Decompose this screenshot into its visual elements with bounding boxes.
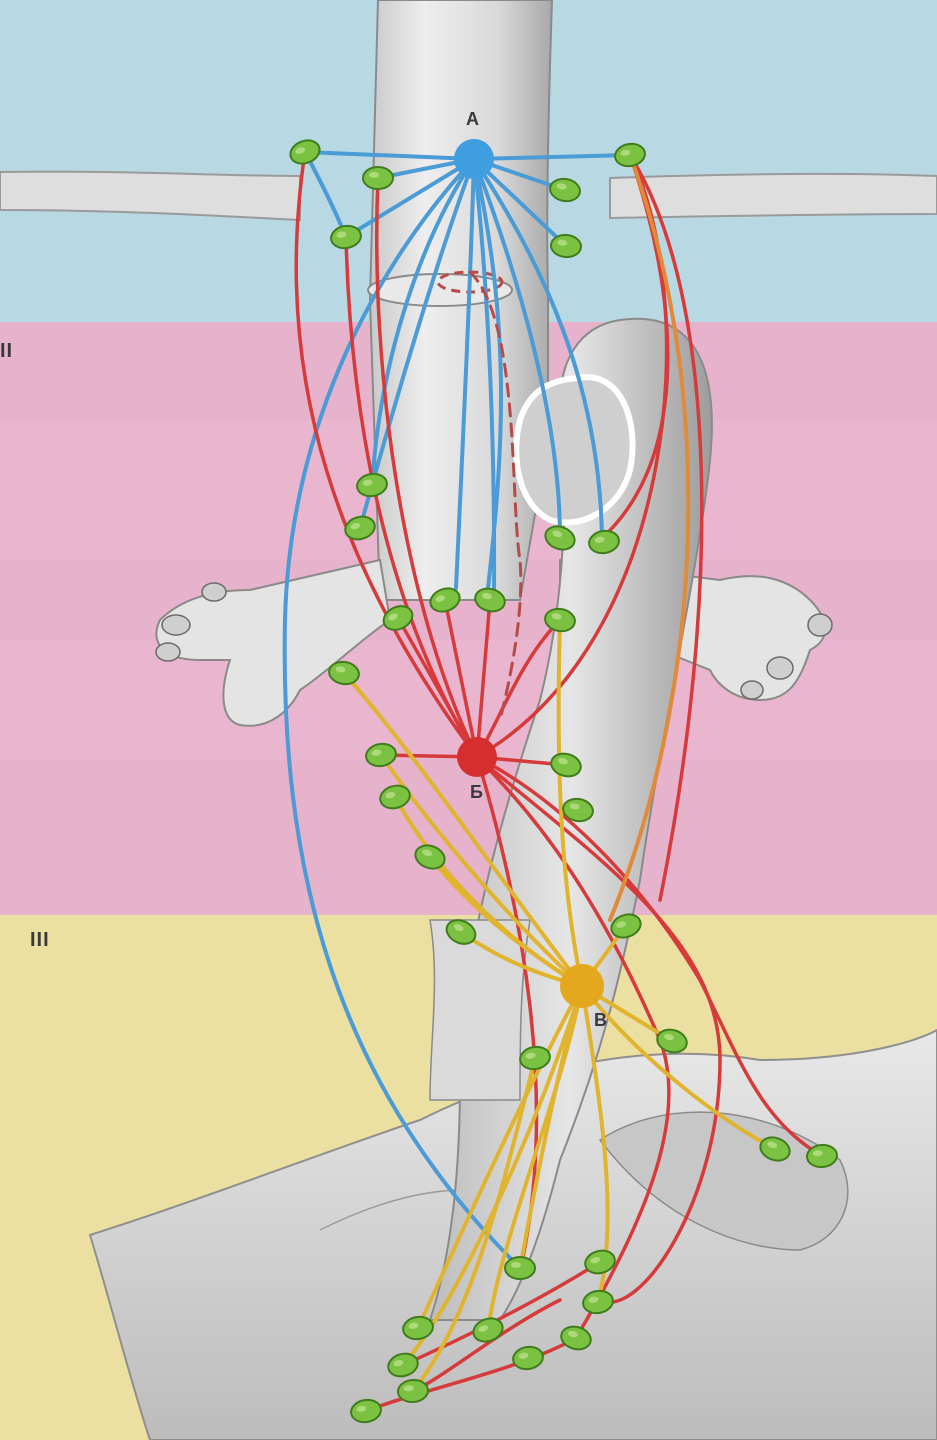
lymph-node-highlight	[511, 1262, 521, 1268]
lymph-node-highlight	[369, 172, 379, 178]
collector-B-label: Б	[470, 782, 483, 802]
zone-II-label: II	[0, 340, 13, 362]
lower-trunk	[430, 920, 530, 1100]
zone-III-label: III	[30, 929, 50, 951]
bronchus-opening	[767, 657, 793, 679]
collector-C-label: В	[594, 1010, 607, 1030]
bronchus-opening	[808, 614, 832, 636]
aortic-ring	[516, 377, 632, 522]
bronchus-opening	[202, 583, 226, 601]
lymph-node-icon	[363, 167, 393, 189]
bronchus-opening	[741, 681, 763, 699]
collector-B-dot	[457, 737, 497, 777]
collector-A-dot	[454, 139, 494, 179]
bronchus-opening	[156, 643, 180, 661]
trachea-cross-section	[368, 274, 512, 306]
collector-A-label: А	[466, 109, 479, 129]
collector-C-dot	[560, 964, 604, 1008]
bronchus-opening	[162, 615, 190, 635]
lymph-node-icon	[505, 1257, 535, 1279]
